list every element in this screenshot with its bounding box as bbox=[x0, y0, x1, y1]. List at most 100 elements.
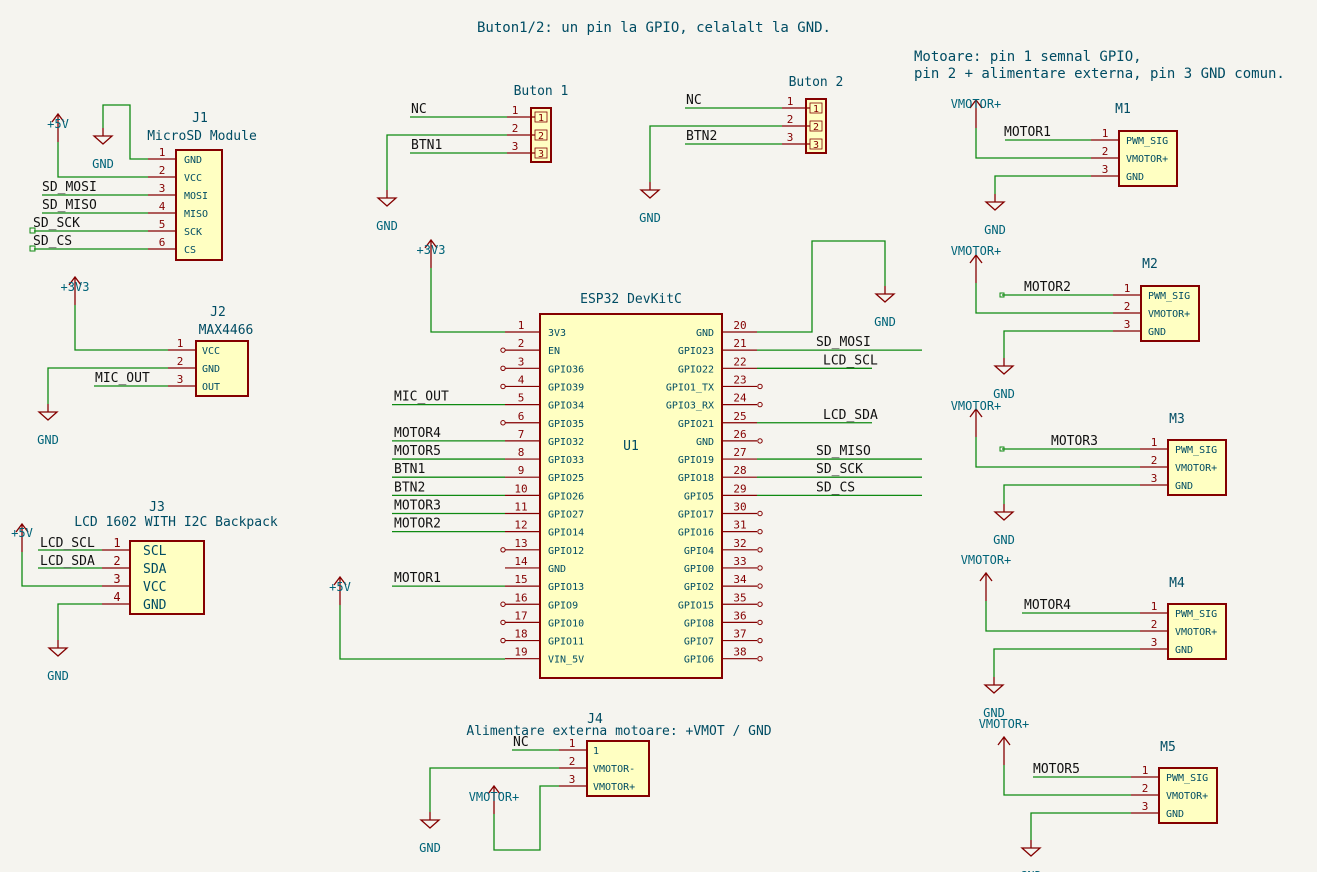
motor-1-body bbox=[1118, 130, 1178, 187]
u1-pin-number: 29 bbox=[733, 482, 746, 495]
motor-5-gnd-wire bbox=[1030, 812, 1131, 840]
u1-pin-number: 16 bbox=[514, 591, 527, 604]
u1-net-label: SD_MISO bbox=[816, 444, 871, 459]
no-connect-marker bbox=[757, 528, 763, 535]
u1-pin-number: 19 bbox=[514, 646, 527, 659]
motor-4-pin-name: PWM_SIG bbox=[1175, 609, 1217, 620]
j2-pin-number: 2 bbox=[177, 355, 184, 368]
u1-body bbox=[539, 313, 723, 679]
u1-pin-name: GPIO39 bbox=[548, 382, 584, 393]
motor-2-pin-name: VMOTOR+ bbox=[1148, 309, 1190, 320]
j4-value: Alimentare externa motoare: +VMOT / GND bbox=[466, 724, 771, 739]
u1-net-label: MIC_OUT bbox=[394, 390, 449, 405]
u1-pin-number: 17 bbox=[514, 609, 527, 622]
u1-pin-number: 25 bbox=[733, 410, 746, 423]
buton2-value: Buton 2 bbox=[789, 75, 844, 90]
u1-pin-number: 9 bbox=[518, 464, 525, 477]
u1-pin-number: 23 bbox=[733, 373, 746, 386]
no-connect-marker bbox=[757, 619, 763, 626]
motor-3-body bbox=[1167, 439, 1227, 496]
u1-pin-number: 6 bbox=[518, 410, 525, 423]
u1-pin-number: 22 bbox=[733, 355, 746, 368]
no-connect-marker bbox=[500, 637, 506, 644]
j2-net-label: MIC_OUT bbox=[95, 371, 150, 386]
no-connect-marker bbox=[500, 547, 506, 553]
j1-vcc-wire bbox=[57, 142, 148, 178]
gnd-label: GND bbox=[639, 211, 661, 225]
buton1-contact bbox=[534, 147, 548, 159]
j1-gnd-wire bbox=[102, 104, 148, 160]
u1-pin-number: 27 bbox=[733, 446, 746, 459]
u1-value: ESP32 DevKitC bbox=[580, 292, 682, 307]
power-arrow-icon bbox=[979, 571, 993, 601]
buton1-contact bbox=[534, 129, 548, 141]
motor-4-pin-name: VMOTOR+ bbox=[1175, 627, 1217, 638]
motor-1-vmot-wire bbox=[975, 128, 1091, 159]
j2-pin-name: GND bbox=[202, 364, 220, 375]
gnd-label: GND bbox=[376, 219, 398, 233]
motor-3-pin-number: 3 bbox=[1151, 472, 1158, 485]
j3-pin-number: 1 bbox=[113, 536, 120, 550]
j3-net-label: LCD_SCL bbox=[40, 536, 95, 551]
power-arrow-icon bbox=[487, 784, 501, 814]
motor-3-vmot-wire bbox=[975, 437, 1140, 468]
no-connect-marker bbox=[757, 510, 763, 517]
u1-pin-number: 10 bbox=[514, 482, 527, 495]
gnd-symbol-icon bbox=[993, 504, 1015, 521]
u1-pin-number: 33 bbox=[733, 555, 746, 568]
u1-pin-number: 8 bbox=[518, 446, 525, 459]
j4-vmot-wire bbox=[493, 785, 559, 851]
u1-pin-name: GPIO1_TX bbox=[666, 382, 714, 393]
motor-1-ref: M1 bbox=[1115, 102, 1131, 117]
j3-body bbox=[129, 540, 205, 615]
gnd-symbol-icon bbox=[993, 358, 1015, 375]
power-arrow-icon bbox=[969, 407, 983, 437]
j3-ref: J3 bbox=[149, 500, 165, 515]
buton2-contact bbox=[809, 138, 823, 150]
u1-pin-number: 37 bbox=[733, 628, 746, 641]
motor-5-pin-name: PWM_SIG bbox=[1166, 773, 1208, 784]
j4-pin-number: 2 bbox=[569, 755, 576, 768]
buton2-contact-number: 1 bbox=[813, 104, 819, 115]
u1-pin-name: GND bbox=[696, 437, 714, 448]
motor-5-pin-number: 2 bbox=[1142, 782, 1149, 795]
no-connect-marker bbox=[757, 547, 763, 553]
buton1-value: Buton 1 bbox=[514, 84, 569, 99]
j3-net-label: LCD_SDA bbox=[40, 554, 95, 569]
buton2-pin-number: 1 bbox=[787, 95, 794, 108]
u1-pin-name: GPIO0 bbox=[684, 564, 714, 575]
motor-4-ref: M4 bbox=[1169, 576, 1185, 591]
buton1-contact-number: 1 bbox=[538, 113, 544, 124]
u1-pin-name: GND bbox=[548, 564, 566, 575]
power-label: +3V3 bbox=[61, 280, 90, 294]
motor-1-pin-number: 1 bbox=[1102, 127, 1109, 140]
motor-1-pin-number: 3 bbox=[1102, 163, 1109, 176]
u1-3v3-wire bbox=[430, 268, 505, 333]
buton1-pin-number: 3 bbox=[512, 140, 519, 153]
motor-5-body bbox=[1158, 767, 1218, 824]
u1-pin-name: GPIO32 bbox=[548, 437, 584, 448]
off-sheet-marker bbox=[999, 446, 1005, 452]
j1-pin-number: 5 bbox=[159, 218, 166, 231]
power-arrow-icon bbox=[997, 735, 1011, 765]
gnd-label: GND bbox=[1020, 869, 1042, 872]
gnd-label: GND bbox=[47, 669, 69, 683]
j3-gnd-wire bbox=[57, 603, 102, 640]
motor-3-pin-number: 2 bbox=[1151, 454, 1158, 467]
j2-value: MAX4466 bbox=[199, 323, 254, 338]
j2-pin-name: OUT bbox=[202, 382, 220, 393]
motor-3-pin-name: VMOTOR+ bbox=[1175, 463, 1217, 474]
no-connect-marker bbox=[500, 365, 506, 371]
u1-pin-name: GPIO7 bbox=[684, 637, 714, 648]
u1-net-label: BTN2 bbox=[394, 480, 425, 495]
u1-net-label: SD_CS bbox=[816, 480, 855, 495]
off-sheet-marker bbox=[999, 292, 1005, 298]
j1-ref: J1 bbox=[192, 111, 208, 126]
u1-pin-number: 1 bbox=[518, 319, 525, 332]
j1-pin-number: 4 bbox=[159, 200, 166, 213]
power-arrow-icon bbox=[424, 238, 438, 268]
u1-pin-name: GPIO21 bbox=[678, 419, 714, 430]
u1-pin-number: 13 bbox=[514, 537, 527, 550]
u1-pin-number: 28 bbox=[733, 464, 746, 477]
